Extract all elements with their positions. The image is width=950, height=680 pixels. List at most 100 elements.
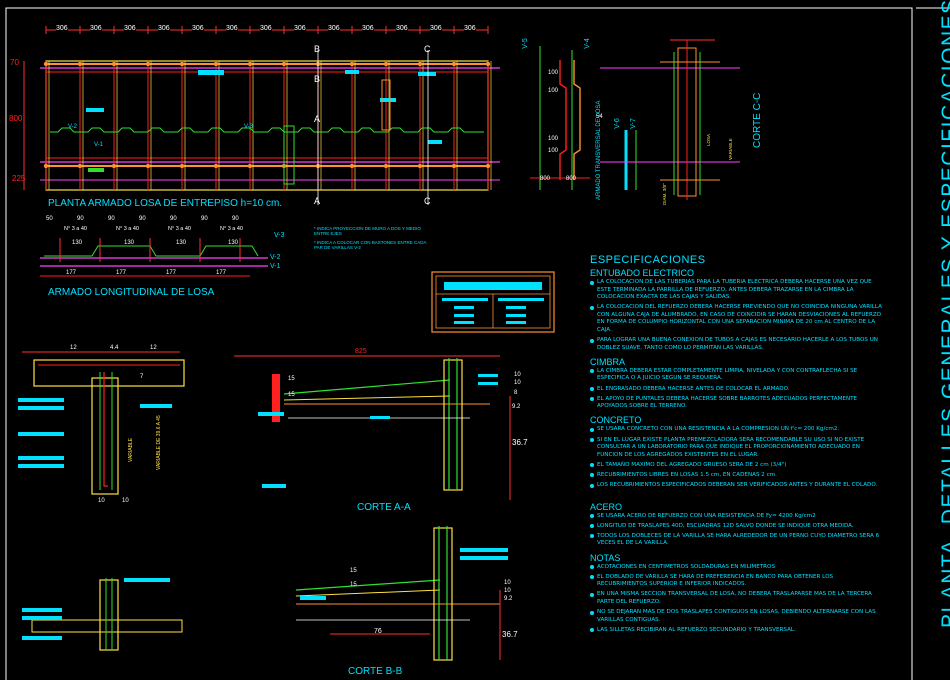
spec-bullet bbox=[590, 514, 594, 519]
longitudinal-dim: 177 bbox=[216, 270, 227, 276]
corte-aa-vertical-label: VARIABLE bbox=[128, 437, 134, 462]
spec-item: LA CIMBRA DEBERA ESTAR COMPLETAMENTE LIM… bbox=[597, 367, 858, 382]
spec-item: LONGITUD DE TRASLAPES 40D, ESCUADRAS 12D… bbox=[597, 522, 854, 529]
spec-bullet bbox=[590, 387, 594, 392]
spec-item: SI EN EL LUGAR EXISTE PLANTA PREMEZCLADO… bbox=[597, 436, 865, 458]
longitudinal-dim: 90 bbox=[170, 216, 177, 222]
spec-section-title: ENTUBADO ELECTRICO bbox=[590, 268, 695, 278]
plan-top-dim: 306 bbox=[464, 25, 476, 32]
corte-bb-dim: 76 bbox=[374, 628, 382, 635]
corte-aa-dim: 7 bbox=[140, 374, 144, 380]
longitudinal-dim: 177 bbox=[116, 270, 127, 276]
side-dim: 100 bbox=[548, 70, 559, 76]
plan-top-dim: 306 bbox=[158, 25, 170, 32]
side-dim: 100 bbox=[548, 148, 559, 154]
corte-bb-dim: 10 bbox=[504, 588, 511, 594]
plan-top-dim: 306 bbox=[56, 25, 68, 32]
spec-item: EN UNA MISMA SECCION TRANSVERSAL DE LOSA… bbox=[597, 591, 872, 605]
section-mark-a: A bbox=[314, 196, 321, 206]
corte-aa-dim: 9.2 bbox=[512, 404, 521, 410]
detail-left-drawing bbox=[18, 351, 185, 495]
longitudinal-dim: 90 bbox=[77, 216, 84, 222]
section-mark-b: B bbox=[314, 74, 321, 84]
legend-box bbox=[431, 271, 555, 333]
spec-bullet bbox=[590, 610, 594, 615]
corte-aa-drawing bbox=[234, 355, 511, 500]
spec-section-title: NOTAS bbox=[590, 552, 621, 563]
spec-bullet bbox=[590, 438, 594, 442]
corte-cc-title: CORTE C-C bbox=[752, 92, 763, 148]
specs-heading: ESPECIFICACIONES bbox=[590, 254, 706, 266]
spec-item: EL ENGRASADO DEBERA HACERSE ANTES DE COL… bbox=[597, 385, 790, 392]
spec-item: EL APOYO DE PUNTALES DEBERA HACERSE SOBR… bbox=[597, 395, 858, 410]
side-detail-label: ARMADO TRANSVERSAL DE LOSA bbox=[596, 100, 602, 200]
spec-bullet bbox=[590, 463, 594, 468]
spec-item: LA COLOCACION DEL REFUERZO DEBERA HACERS… bbox=[597, 304, 882, 334]
spec-item: EL DOBLADO DE VARILLA SE HARA DE PREFERE… bbox=[597, 573, 834, 588]
corte-aa-dim: 10 bbox=[122, 498, 129, 504]
plan-top-dim: 306 bbox=[90, 25, 102, 32]
side-dim: 100 bbox=[548, 136, 559, 142]
plan-dim-left: 800 bbox=[9, 114, 23, 123]
corte-aa-top-dim: 825 bbox=[355, 348, 367, 355]
spec-bullet bbox=[590, 280, 594, 285]
longitudinal-dim: 130 bbox=[72, 240, 83, 246]
spec-item: EL TAMAÑO MAXIMO DEL AGREGADO GRUESO SER… bbox=[597, 461, 787, 468]
plan-top-dim: 306 bbox=[260, 25, 272, 32]
corte-aa-dim: 10 bbox=[514, 372, 521, 378]
plan-beam-label: V-7 bbox=[629, 118, 637, 129]
slab-outline bbox=[45, 60, 489, 191]
longitudinal-drawing bbox=[40, 238, 268, 277]
longitudinal-dim: N° 3 a 40 bbox=[116, 226, 139, 232]
corte-cc-label: DIAM. 3/8" bbox=[662, 183, 667, 205]
section-mark-c: C bbox=[424, 44, 431, 54]
spec-section-title: CONCRETO bbox=[590, 415, 642, 426]
corte-cc-label: VARIABLE bbox=[728, 138, 733, 160]
detail-bb-left-drawing bbox=[22, 578, 183, 651]
longitudinal-dim: 130 bbox=[228, 240, 239, 246]
spec-bullet bbox=[590, 305, 594, 310]
plan-top-dim: 306 bbox=[124, 25, 136, 32]
corte-cc-label: LOSA bbox=[706, 133, 711, 146]
corte-bb-dim: 36.7 bbox=[502, 630, 518, 639]
corte-aa-title: CORTE A-A bbox=[357, 502, 411, 513]
side-dim: 100 bbox=[548, 88, 559, 94]
longitudinal-v-label: V-3 bbox=[274, 232, 285, 239]
spec-item: LOS RECUBRIMIENTOS ESPECIFICADOS DEBERAN… bbox=[597, 482, 878, 488]
spec-bullet bbox=[590, 483, 594, 488]
transverse-detail bbox=[530, 46, 740, 190]
spec-bullet bbox=[590, 534, 594, 539]
plan-top-dim: 306 bbox=[226, 25, 238, 32]
corte-aa-vertical-label: VARIABLE DE 39.6 A 45 bbox=[156, 415, 162, 470]
side-dim: 800 bbox=[566, 176, 577, 182]
corte-aa-dim: 4.4 bbox=[110, 345, 119, 351]
spec-item: ACOTACIONES EN CENTIMETROS SOLDADURAS EN… bbox=[597, 563, 776, 570]
longitudinal-title: ARMADO LONGITUDINAL DE LOSA bbox=[48, 287, 215, 298]
plan-top-dim: 306 bbox=[328, 25, 340, 32]
plan-beam-label: V-2 bbox=[68, 124, 78, 130]
spec-item: TODOS LOS DOBLECES DE LA VARILLA SE HARA… bbox=[597, 532, 880, 547]
longitudinal-dim: 90 bbox=[108, 216, 115, 222]
plan-title: PLANTA ARMADO LOSA DE ENTREPISO h=10 cm. bbox=[48, 198, 283, 209]
corte-bb-dim: 10 bbox=[504, 580, 511, 586]
spec-section-title: CIMBRA bbox=[590, 356, 626, 367]
longitudinal-dim: N° 3 a 40 bbox=[168, 226, 191, 232]
longitudinal-v-label: V-1 bbox=[270, 263, 281, 270]
corte-aa-dim: 36.7 bbox=[512, 438, 528, 447]
spec-bullet bbox=[590, 397, 594, 402]
spec-item: PARA LOGRAR UNA BUENA CONEXION DE TUBOS … bbox=[597, 337, 878, 351]
plan-beam-label: V-5 bbox=[521, 38, 529, 49]
spec-bullet bbox=[590, 524, 594, 529]
plan-top-dim: 306 bbox=[294, 25, 306, 32]
longitudinal-dim: N° 3 a 40 bbox=[64, 226, 87, 232]
longitudinal-dim: 90 bbox=[139, 216, 146, 222]
plan-group bbox=[23, 26, 500, 205]
plan-top-dim: 306 bbox=[396, 25, 408, 32]
spec-item: NO SE DEJARAN MAS DE DOS TRASLAPES CONTI… bbox=[597, 609, 876, 623]
longitudinal-dim: 130 bbox=[176, 240, 187, 246]
spec-item: SE USARA ACERO DE REFUERZO CON UNA RESIS… bbox=[597, 512, 816, 519]
spec-bullet bbox=[590, 369, 594, 374]
plan-note-2: * INDICA A COLOCAR CON BASTONES ENTRE CA… bbox=[314, 240, 427, 250]
corte-cc-drawing bbox=[660, 39, 720, 200]
